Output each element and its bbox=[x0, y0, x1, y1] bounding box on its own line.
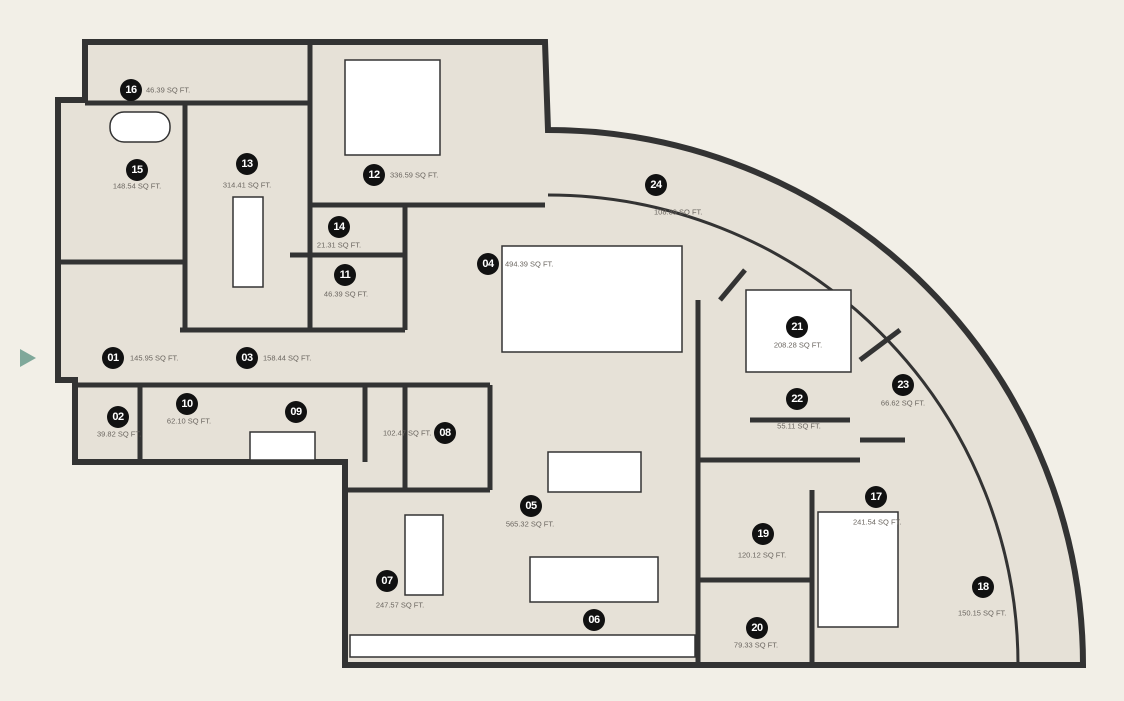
room-area-13: 314.41 SQ FT. bbox=[222, 180, 272, 190]
room-area-10: 62.10 SQ FT. bbox=[166, 416, 212, 426]
room-area-05: 565.32 SQ FT. bbox=[505, 519, 555, 529]
room-area-03: 158.44 SQ FT. bbox=[263, 353, 312, 363]
dining-table bbox=[547, 451, 642, 493]
room-area-01: 145.95 SQ FT. bbox=[130, 353, 179, 363]
room-area-12: 336.59 SQ FT. bbox=[390, 170, 439, 180]
bed-09 bbox=[249, 431, 316, 461]
room-badge-19: 19 bbox=[752, 523, 774, 545]
room-badge-24: 24 bbox=[645, 174, 667, 196]
outer-walls bbox=[55, 39, 1087, 668]
room-area-20: 79.33 SQ FT. bbox=[733, 640, 779, 650]
rug-04 bbox=[501, 245, 683, 353]
room-badge-06: 06 bbox=[583, 609, 605, 631]
room-area-11: 46.39 SQ FT. bbox=[323, 289, 369, 299]
room-area-21: 208.28 SQ FT. bbox=[773, 340, 823, 350]
inner-arc-wall bbox=[547, 193, 1020, 666]
interior-walls bbox=[58, 42, 905, 665]
room-badge-12: 12 bbox=[363, 164, 385, 186]
room-badge-23: 23 bbox=[892, 374, 914, 396]
room-badge-22: 22 bbox=[786, 388, 808, 410]
bed-17 bbox=[817, 511, 899, 628]
room-badge-13: 13 bbox=[236, 153, 258, 175]
furniture bbox=[109, 59, 899, 658]
kitchen-counter bbox=[349, 634, 696, 658]
room-area-16: 46.39 SQ FT. bbox=[146, 85, 191, 95]
room-area-18: 150.15 SQ FT. bbox=[958, 608, 1007, 618]
entrance-arrow-icon bbox=[20, 349, 36, 367]
island-07 bbox=[404, 514, 444, 596]
room-badge-01: 01 bbox=[102, 347, 124, 369]
room-badge-05: 05 bbox=[520, 495, 542, 517]
room-area-23: 66.62 SQ FT. bbox=[880, 398, 926, 408]
room-area-19: 120.12 SQ FT. bbox=[737, 550, 787, 560]
kitchen-island bbox=[529, 556, 659, 603]
room-area-17: 241.54 SQ FT. bbox=[853, 517, 902, 527]
room-area-08: 102.47 SQ FT. bbox=[383, 428, 432, 438]
room-badge-11: 11 bbox=[334, 264, 356, 286]
room-badge-03: 03 bbox=[236, 347, 258, 369]
room-area-04: 494.39 SQ FT. bbox=[505, 259, 554, 269]
room-badge-09: 09 bbox=[285, 401, 307, 423]
room-area-15: 148.54 SQ FT. bbox=[112, 181, 162, 191]
room-area-24: 108.39 SQ FT. bbox=[654, 207, 703, 217]
room-badge-14: 14 bbox=[328, 216, 350, 238]
bed-12 bbox=[344, 59, 441, 156]
closet-island bbox=[232, 196, 264, 288]
room-badge-17: 17 bbox=[865, 486, 887, 508]
bathtub bbox=[109, 111, 171, 143]
room-badge-08: 08 bbox=[434, 422, 456, 444]
room-badge-18: 18 bbox=[972, 576, 994, 598]
room-area-14: 21.31 SQ FT. bbox=[316, 240, 362, 250]
room-badge-02: 02 bbox=[107, 406, 129, 428]
room-badge-10: 10 bbox=[176, 393, 198, 415]
room-badge-21: 21 bbox=[786, 316, 808, 338]
room-area-22: 55.11 SQ FT. bbox=[777, 421, 821, 431]
room-badge-07: 07 bbox=[376, 570, 398, 592]
room-badge-15: 15 bbox=[126, 159, 148, 181]
room-badge-20: 20 bbox=[746, 617, 768, 639]
room-area-07: 247.57 SQ FT. bbox=[375, 600, 425, 610]
room-badge-04: 04 bbox=[477, 253, 499, 275]
room-badge-16: 16 bbox=[120, 79, 142, 101]
room-area-02: 39.82 SQ FT. bbox=[97, 429, 142, 439]
